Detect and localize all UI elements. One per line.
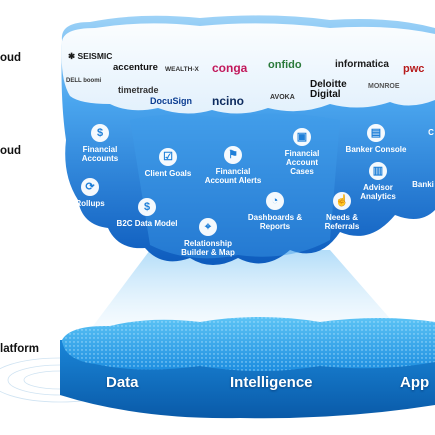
partner-band — [61, 23, 435, 114]
tile-relationship-builder-map: ⌖ Relationship Builder & Map — [170, 218, 246, 257]
light-beam — [90, 250, 400, 330]
person-money-icon: $ — [138, 198, 156, 216]
tile-rollups: ⟳ Rollups — [68, 178, 112, 208]
tile-label: Needs & Referrals — [324, 213, 360, 232]
case-icon: ▣ — [293, 128, 311, 146]
partner-logo-accenture: accenture — [113, 62, 158, 73]
partner-logo-conga: conga — [212, 61, 248, 75]
partner-logo-dell-boomi: DELL boomi — [66, 78, 102, 84]
tile-financial-account-cases: ▣ Financial Account Cases — [276, 128, 328, 177]
tile-label: Banker Console — [345, 145, 407, 154]
base-word-data: Data — [106, 374, 139, 391]
partner-logo-wealthx: WEALTH-X — [165, 66, 199, 73]
side-label-top: oud — [0, 52, 22, 64]
tile-label: Financial Account Cases — [284, 149, 320, 177]
tile-label: B2C Data Model — [116, 219, 178, 228]
partner-logo-ncino: ncino — [212, 94, 244, 108]
tile-banker-console: ▤ Banker Console — [340, 124, 412, 154]
tile-label: C — [428, 128, 434, 137]
analytics-icon: ▥ — [369, 162, 387, 180]
partner-logo-pwc: pwc — [403, 63, 425, 75]
tile-banki-cut: Banki — [408, 180, 435, 189]
referral-icon: ☝ — [333, 192, 351, 210]
partner-logo-monroe: MONROE — [368, 83, 400, 90]
dashboard-icon: ◔ — [266, 192, 284, 210]
tile-label: Banki — [412, 180, 434, 189]
tile-financial-account-alerts: ⚑ Financial Account Alerts — [198, 146, 268, 185]
tile-label: Financial Account Alerts — [204, 167, 262, 186]
alert-icon: ⚑ — [224, 146, 242, 164]
tile-c-cut: C — [425, 128, 435, 137]
side-label-bottom: latform — [0, 343, 39, 355]
tile-client-goals: ☑ Client Goals — [140, 148, 196, 178]
tile-needs-referrals: ☝ Needs & Referrals — [314, 192, 370, 231]
partner-logo-avoka: AVOKA — [270, 94, 295, 101]
partner-logo-seismic: ✱ SEISMIC — [68, 51, 113, 61]
rollup-icon: ⟳ — [81, 178, 99, 196]
console-icon: ▤ — [367, 124, 385, 142]
base-word-app: App — [400, 374, 430, 391]
platform-base — [60, 317, 435, 419]
tile-label: Relationship Builder & Map — [181, 239, 235, 258]
map-icon: ⌖ — [199, 218, 217, 236]
tile-label: Client Goals — [144, 169, 192, 178]
partner-logo-informatica: informatica — [335, 59, 389, 70]
partner-logo-onfido: onfido — [268, 59, 302, 71]
partner-logo-timetrade: timetrade — [118, 85, 159, 95]
tile-label: Dashboards & Reports — [247, 213, 303, 232]
partner-logo-docusign: DocuSign — [150, 96, 192, 106]
tile-dashboards-reports: ◔ Dashboards & Reports — [240, 192, 310, 231]
tile-label: Rollups — [75, 199, 105, 208]
money-bag-icon: $ — [91, 124, 109, 142]
partner-logo-deloitte: Deloitte Digital — [310, 79, 347, 100]
tile-b2c-data-model: $ B2C Data Model — [108, 198, 186, 228]
checklist-icon: ☑ — [159, 148, 177, 166]
tile-label: Advisor Analytics — [360, 183, 396, 202]
side-label-middle: oud — [0, 145, 22, 157]
cloud-inner-column — [130, 113, 340, 259]
tile-label: Financial Accounts — [81, 145, 119, 164]
base-word-intelligence: Intelligence — [230, 374, 313, 391]
tile-financial-accounts: $ Financial Accounts — [74, 124, 126, 163]
tile-advisor-analytics: ▥ Advisor Analytics — [350, 162, 406, 201]
